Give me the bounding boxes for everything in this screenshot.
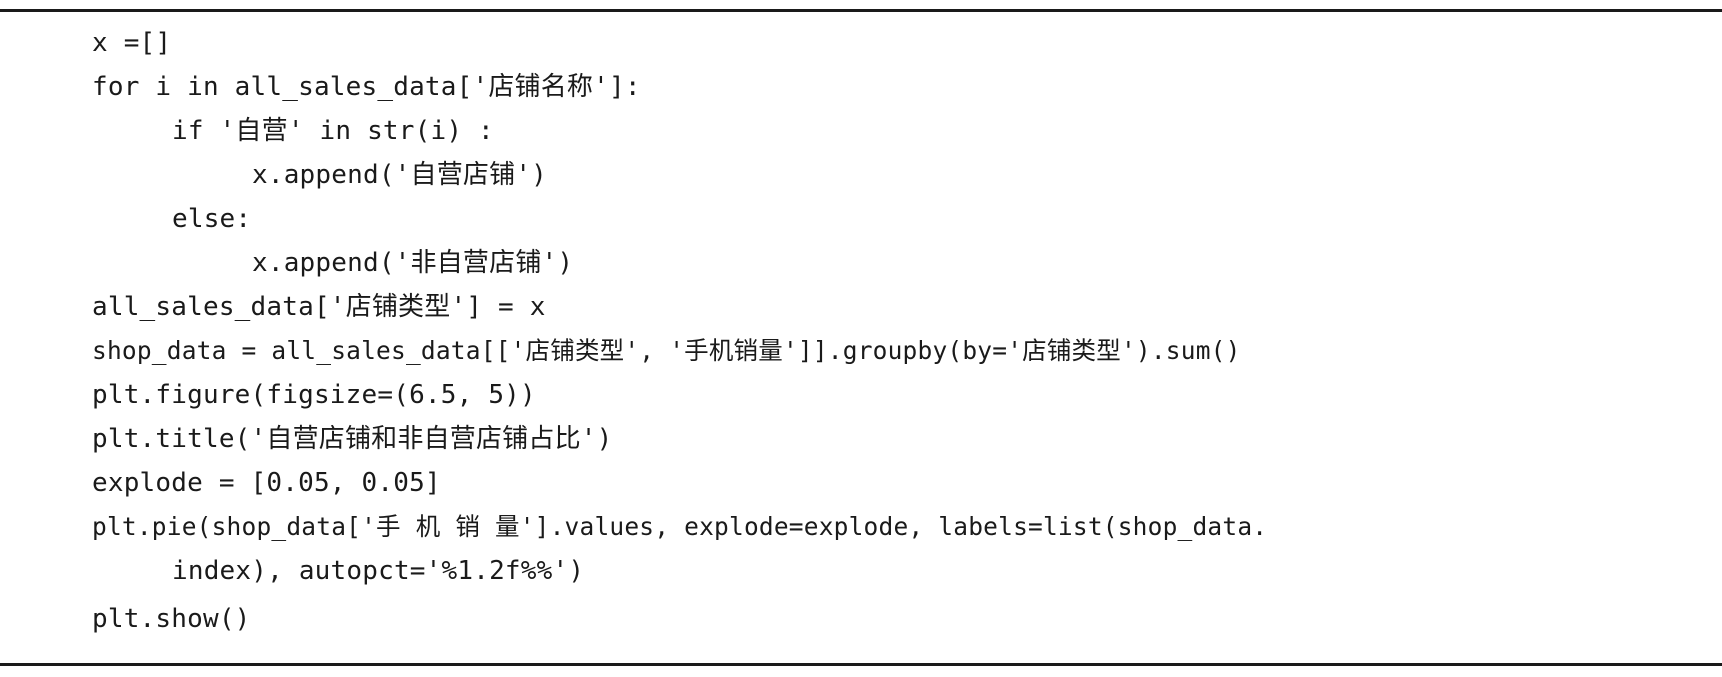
code-line: plt.figure(figsize=(6.5, 5)) [92,380,536,410]
top-rule [0,9,1722,12]
code-line: x.append('自营店铺') [252,160,548,190]
code-line: all_sales_data['店铺类型'] = x [92,292,546,322]
code-line: plt.show() [92,604,251,634]
code-line: else: [172,204,252,234]
code-line: explode = [0.05, 0.05] [92,468,441,498]
code-line: x =[] [92,28,172,58]
code-line: index), autopct='%1.2f%%') [172,556,585,586]
code-line: for i in all_sales_data['店铺名称']: [92,72,641,102]
code-line: plt.title('自营店铺和非自营店铺占比') [92,424,613,454]
bottom-rule [0,663,1722,666]
code-line: plt.pie(shop_data['手 机 销 量'].values, exp… [92,512,1268,541]
code-line: shop_data = all_sales_data[['店铺类型', '手机销… [92,336,1241,365]
code-line: x.append('非自营店铺') [252,248,574,278]
code-line: if '自营' in str(i) : [172,116,494,146]
